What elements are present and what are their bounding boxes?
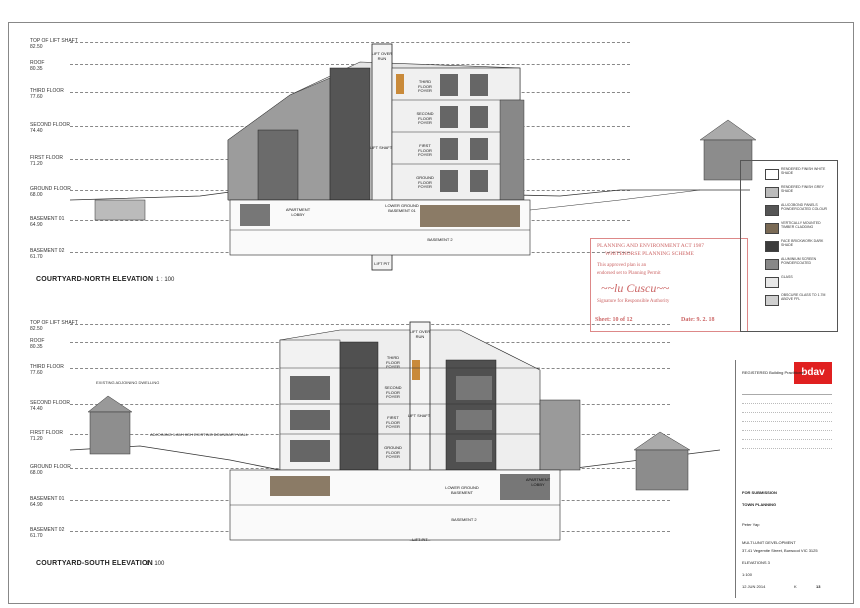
- south-lift-pit: LIFT PIT: [412, 537, 428, 542]
- legend-item: RENDERED FINISH GREY SHADE: [745, 185, 833, 199]
- north-elevation-drawing: [69, 43, 757, 271]
- tb-date: 12 JUN 2014: [742, 584, 766, 589]
- tb-stage: TOWN PLANNING: [742, 502, 777, 507]
- signature-scribble: ~~lu Cuscu~~: [601, 281, 670, 295]
- legend-item: ALUMINIUM SCREEN POWDERCOATED: [745, 257, 833, 271]
- north-elevation-scale: 1 : 100: [156, 277, 175, 283]
- south-existing-adjoining: EXISTING ADJOINING DWELLING: [96, 380, 160, 385]
- north-apartment-lobby: APARTMENT LOBBY: [285, 207, 311, 217]
- north-elevation-title: COURTYARD-NORTH ELEVATION: [36, 276, 154, 283]
- legend-item: FACE BRICKWORK DARK SHADE: [745, 239, 833, 253]
- north-third-foyer: THIRD FLOOR FOYER: [418, 79, 432, 93]
- north-lift-shaft: LIFT SHAFT: [369, 145, 393, 150]
- south-adjoining-wall: ADJOINING 1.8M HIGH EXISTING BOUNDARY WA…: [150, 432, 249, 437]
- tb-status: FOR SUBMISSION: [742, 490, 777, 495]
- south-lift-overrun: LIFT OVER RUN: [409, 329, 431, 339]
- south-lower-ground: LOWER GROUND BASEMENT: [445, 485, 479, 495]
- company-logo: bdav: [794, 362, 832, 384]
- legend-item: ALUCOBOND PANELS POWDERCOATED COLOUR: [745, 203, 833, 217]
- title-block: bdav REGISTERED Building Practitioner FO…: [735, 360, 840, 598]
- legend-item: OBSCURE GLASS TO 1.7M ABOVE FFL: [745, 293, 833, 307]
- south-ground-foyer: GROUND FLOOR FOYER: [384, 445, 402, 459]
- tb-drawing: ELEVATIONS 3: [742, 560, 770, 565]
- south-elevation-title: COURTYARD-SOUTH ELEVATION: [36, 560, 153, 567]
- north-lift-overrun: LIFT OVER RUN: [371, 51, 393, 61]
- south-elevation-drawing: [69, 321, 721, 541]
- tb-project: MULTI-UNIT DEVELOPMENT: [742, 540, 796, 545]
- north-lower-ground: LOWER GROUND BASEMENT 01: [385, 203, 419, 213]
- tb-address: 37-41 Vegemite Street, Burwood VIC 3125: [742, 548, 818, 553]
- legend-item: VERTICALLY MOUNTED TIMBER CLADDING: [745, 221, 833, 235]
- south-lift-shaft: LIFT SHAFT: [407, 413, 431, 418]
- registered-badge: REGISTERED Building Practitioner: [742, 370, 805, 375]
- legend-item: GLASS: [745, 275, 833, 289]
- south-second-foyer: SECOND FLOOR FOYER: [384, 385, 402, 399]
- north-lift-pit: LIFT PIT: [374, 261, 390, 266]
- north-ground-foyer: GROUND FLOOR FOYER: [416, 175, 434, 189]
- planning-approval-stamp: PLANNING AND ENVIRONMENT ACT 1987 WHITEH…: [590, 238, 748, 332]
- south-apartment-lobby: APARTMENT LOBBY: [525, 477, 551, 487]
- north-basement2: BASEMENT 2: [427, 237, 453, 242]
- drawing-sheet: [8, 22, 854, 604]
- tb-rev: K: [794, 584, 797, 589]
- south-basement2: BASEMENT 2: [451, 517, 477, 522]
- north-first-foyer: FIRST FLOOR FOYER: [418, 143, 432, 157]
- north-second-foyer: SECOND FLOOR FOYER: [416, 111, 434, 125]
- tb-scale: 1:100: [742, 572, 753, 577]
- tb-sheet-no: 13: [816, 584, 821, 589]
- south-elevation-scale: 1 : 100: [146, 561, 165, 567]
- legend-item: RENDERED FINISH WHITE SHADE: [745, 167, 833, 181]
- south-first-foyer: FIRST FLOOR FOYER: [386, 415, 400, 429]
- south-third-foyer: THIRD FLOOR FOYER: [386, 355, 400, 369]
- tb-drawn: Peter Yap: [742, 522, 760, 527]
- materials-legend: RENDERED FINISH WHITE SHADE RENDERED FIN…: [740, 160, 838, 332]
